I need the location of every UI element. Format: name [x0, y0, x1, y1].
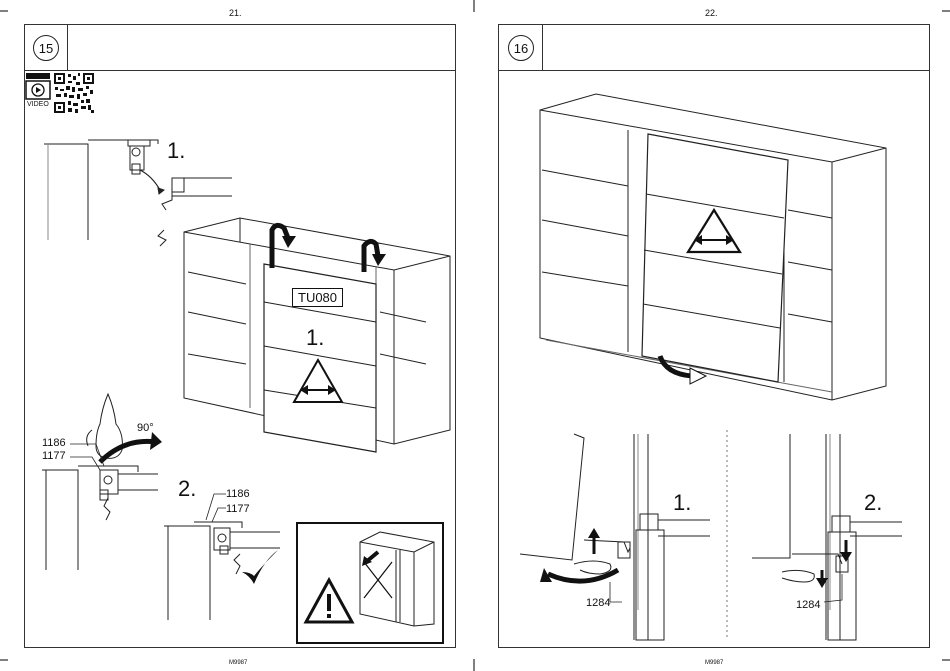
wardrobe-slide-illustration: [536, 90, 896, 390]
wrong-mounting-illustration: [356, 528, 436, 628]
leader-lines-top: [70, 440, 130, 480]
page-number-left: 21.: [229, 8, 242, 18]
part-1177-top: 1177: [42, 450, 66, 462]
footer-code-left: M9987: [229, 660, 247, 666]
footer-code-right: M9987: [705, 660, 723, 666]
qr-code-icon[interactable]: [54, 73, 94, 113]
header-divider-v: [542, 24, 543, 70]
part-1186-top: 1186: [42, 437, 66, 449]
detail-guide-step2: [742, 430, 932, 640]
step-number: 15: [33, 35, 59, 61]
sub-step-2: 2.: [178, 476, 196, 502]
header-divider: [24, 70, 455, 71]
header-divider-v: [67, 24, 68, 70]
door-label: TU080: [292, 288, 343, 307]
step-number: 16: [508, 35, 534, 61]
cross-icon: [364, 562, 392, 598]
page-number-right: 22.: [705, 8, 718, 18]
video-label: VIDEO: [27, 101, 49, 108]
leader-lines-bottom: [200, 492, 240, 522]
sub-step-1: 1.: [167, 138, 185, 164]
part-1284-left: 1284: [586, 597, 610, 609]
detail-guide-step1: [514, 430, 714, 640]
sub-step-2: 2.: [864, 490, 882, 516]
angle-label: 90°: [137, 422, 154, 434]
checkmark-icon: [240, 548, 280, 588]
part-1284-right: 1284: [796, 599, 820, 611]
separator: [725, 430, 729, 640]
header-divider: [498, 70, 929, 71]
warning-icon: [304, 578, 354, 624]
sub-step-1: 1.: [673, 490, 691, 516]
door-step: 1.: [306, 325, 324, 351]
